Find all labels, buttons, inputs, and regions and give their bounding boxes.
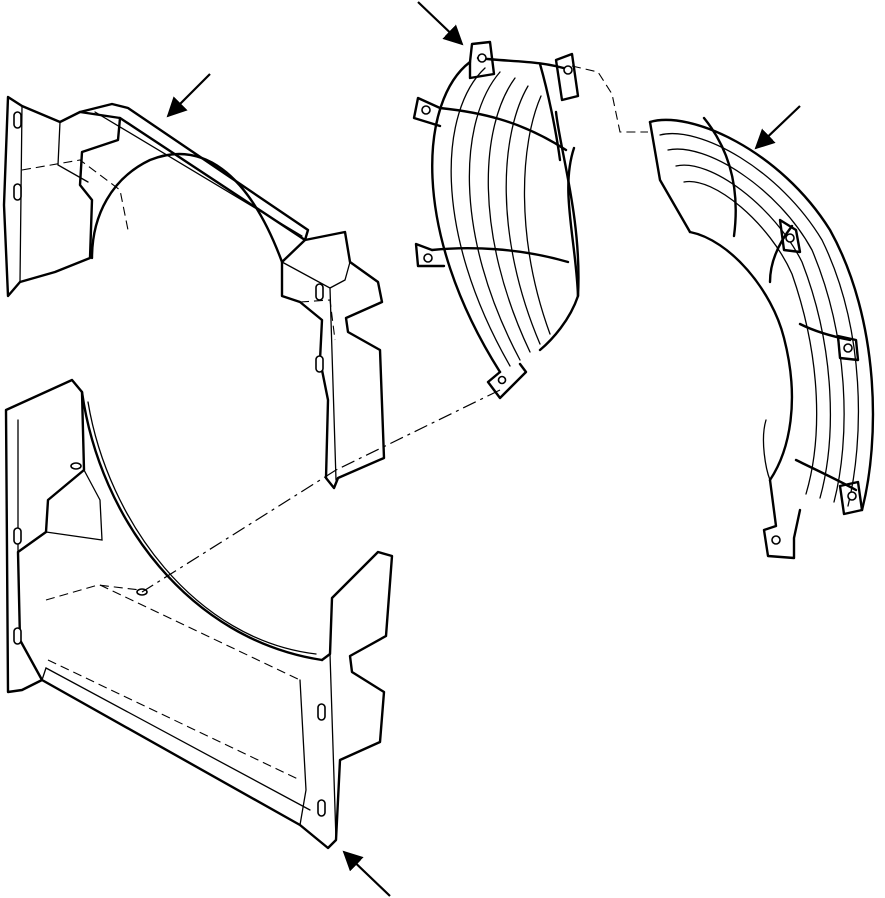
- callout-lower-shroud: [342, 850, 391, 897]
- right-guard: [648, 116, 875, 560]
- lower-shroud: [4, 378, 394, 850]
- callout-upper-shroud: [166, 73, 211, 118]
- upper-shroud: [2, 95, 386, 490]
- callout-right-guard: [754, 105, 801, 150]
- callout-left-guard: [417, 1, 464, 46]
- callout-arrows: [166, 1, 801, 897]
- left-guard: [412, 40, 580, 400]
- alignment-lines: [141, 65, 648, 593]
